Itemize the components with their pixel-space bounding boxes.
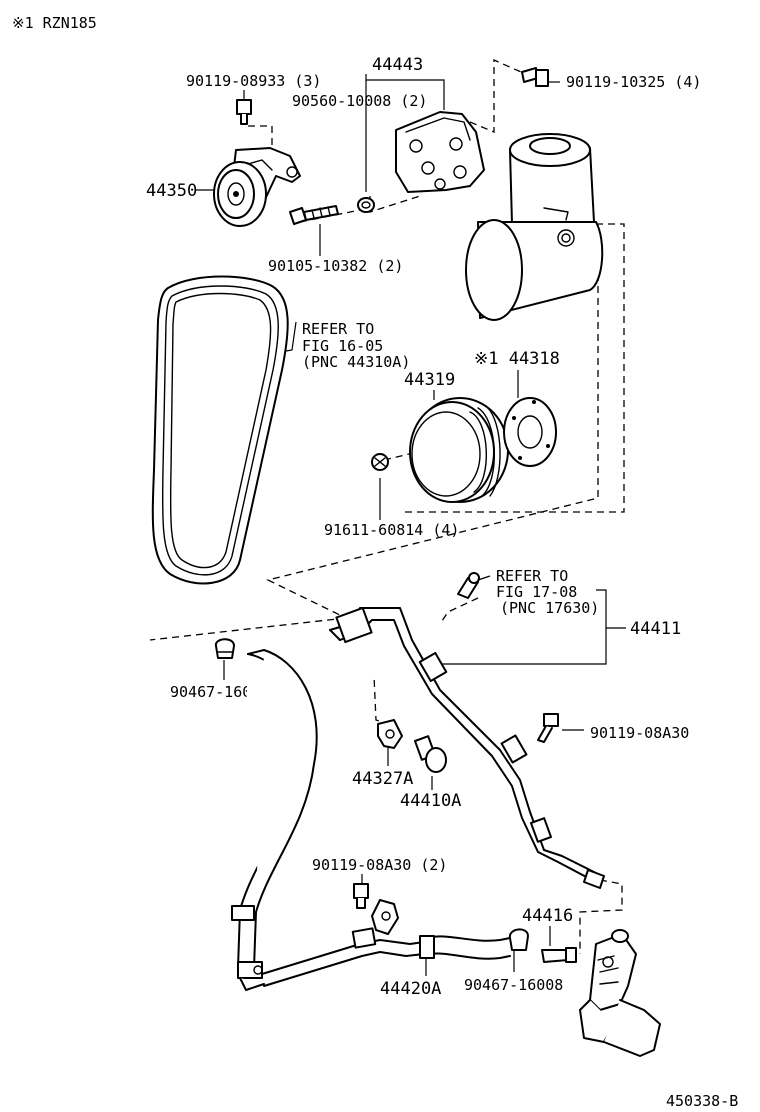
model-note: ※1 RZN185 [12, 14, 97, 32]
clamp-90467-16008-bottom[interactable] [508, 928, 529, 951]
bracket-44420A[interactable] [371, 899, 399, 935]
bolt-90119-10325[interactable] [521, 67, 549, 87]
label-90467-16008-top[interactable]: 90467-16008 [170, 683, 269, 701]
ref-fig-17-line3[interactable]: (PNC 17630) [500, 599, 599, 617]
label-90560-10008[interactable]: 90560-10008 (2) [292, 92, 427, 110]
clamp-90467-16008-top[interactable] [214, 638, 235, 659]
label-90105-10382[interactable]: 90105-10382 (2) [268, 257, 403, 275]
label-90119-10325[interactable]: 90119-10325 (4) [566, 73, 701, 91]
ref-fig-16-line3[interactable]: (PNC 44310A) [302, 353, 410, 371]
drawing-id: 450338-B [666, 1092, 738, 1110]
label-91611-60814[interactable]: 91611-60814 (4) [324, 521, 459, 539]
label-44350[interactable]: 44350 [146, 181, 197, 201]
clip-44327A[interactable] [377, 719, 403, 749]
pump-pulley-44319[interactable] [409, 397, 509, 503]
pressure-switch[interactable] [457, 572, 480, 599]
label-44420A[interactable]: 44420A [380, 979, 441, 999]
label-44411[interactable]: 44411 [630, 619, 681, 639]
power-steering-pump[interactable] [465, 133, 604, 321]
union-44416[interactable] [541, 947, 577, 963]
label-44443[interactable]: 44443 [372, 55, 423, 75]
collar-90560-10008[interactable] [357, 197, 375, 213]
return-hose[interactable] [231, 649, 511, 991]
label-90119-08933[interactable]: 90119-08933 (3) [186, 72, 321, 90]
label-90119-08A30-2[interactable]: 90119-08A30 (2) [312, 856, 447, 874]
label-44318[interactable]: ※1 44318 [474, 349, 560, 369]
ref-fig-17-line2[interactable]: FIG 17-08 [496, 583, 577, 601]
pressure-feed-hose-44411[interactable] [329, 606, 605, 889]
bolt-90119-08933[interactable] [236, 99, 252, 125]
label-90119-08A30[interactable]: 90119-08A30 [590, 724, 689, 742]
drive-belt[interactable] [151, 275, 289, 585]
ref-fig-16-line1[interactable]: REFER TO [302, 320, 374, 338]
label-44410A[interactable]: 44410A [400, 791, 461, 811]
ref-fig-16-line2[interactable]: FIG 16-05 [302, 337, 383, 355]
steering-gear[interactable] [579, 929, 661, 1057]
nut-91611-60814[interactable] [371, 453, 389, 471]
bracket-44443[interactable] [395, 111, 485, 193]
bolt-90119-08A30-2[interactable] [353, 883, 369, 909]
plate-44318[interactable] [503, 397, 557, 467]
idler-pulley-assembly[interactable] [213, 147, 301, 227]
bolt-90105-10382[interactable] [289, 205, 339, 225]
label-44327A[interactable]: 44327A [352, 769, 413, 789]
union-bolt-44410A[interactable] [414, 735, 447, 773]
label-44416[interactable]: 44416 [522, 906, 573, 926]
bolt-90119-08A30[interactable] [537, 713, 559, 743]
ref-fig-17-line1[interactable]: REFER TO [496, 567, 568, 585]
label-90467-16008-bottom[interactable]: 90467-16008 [464, 976, 563, 994]
label-44319[interactable]: 44319 [404, 370, 455, 390]
